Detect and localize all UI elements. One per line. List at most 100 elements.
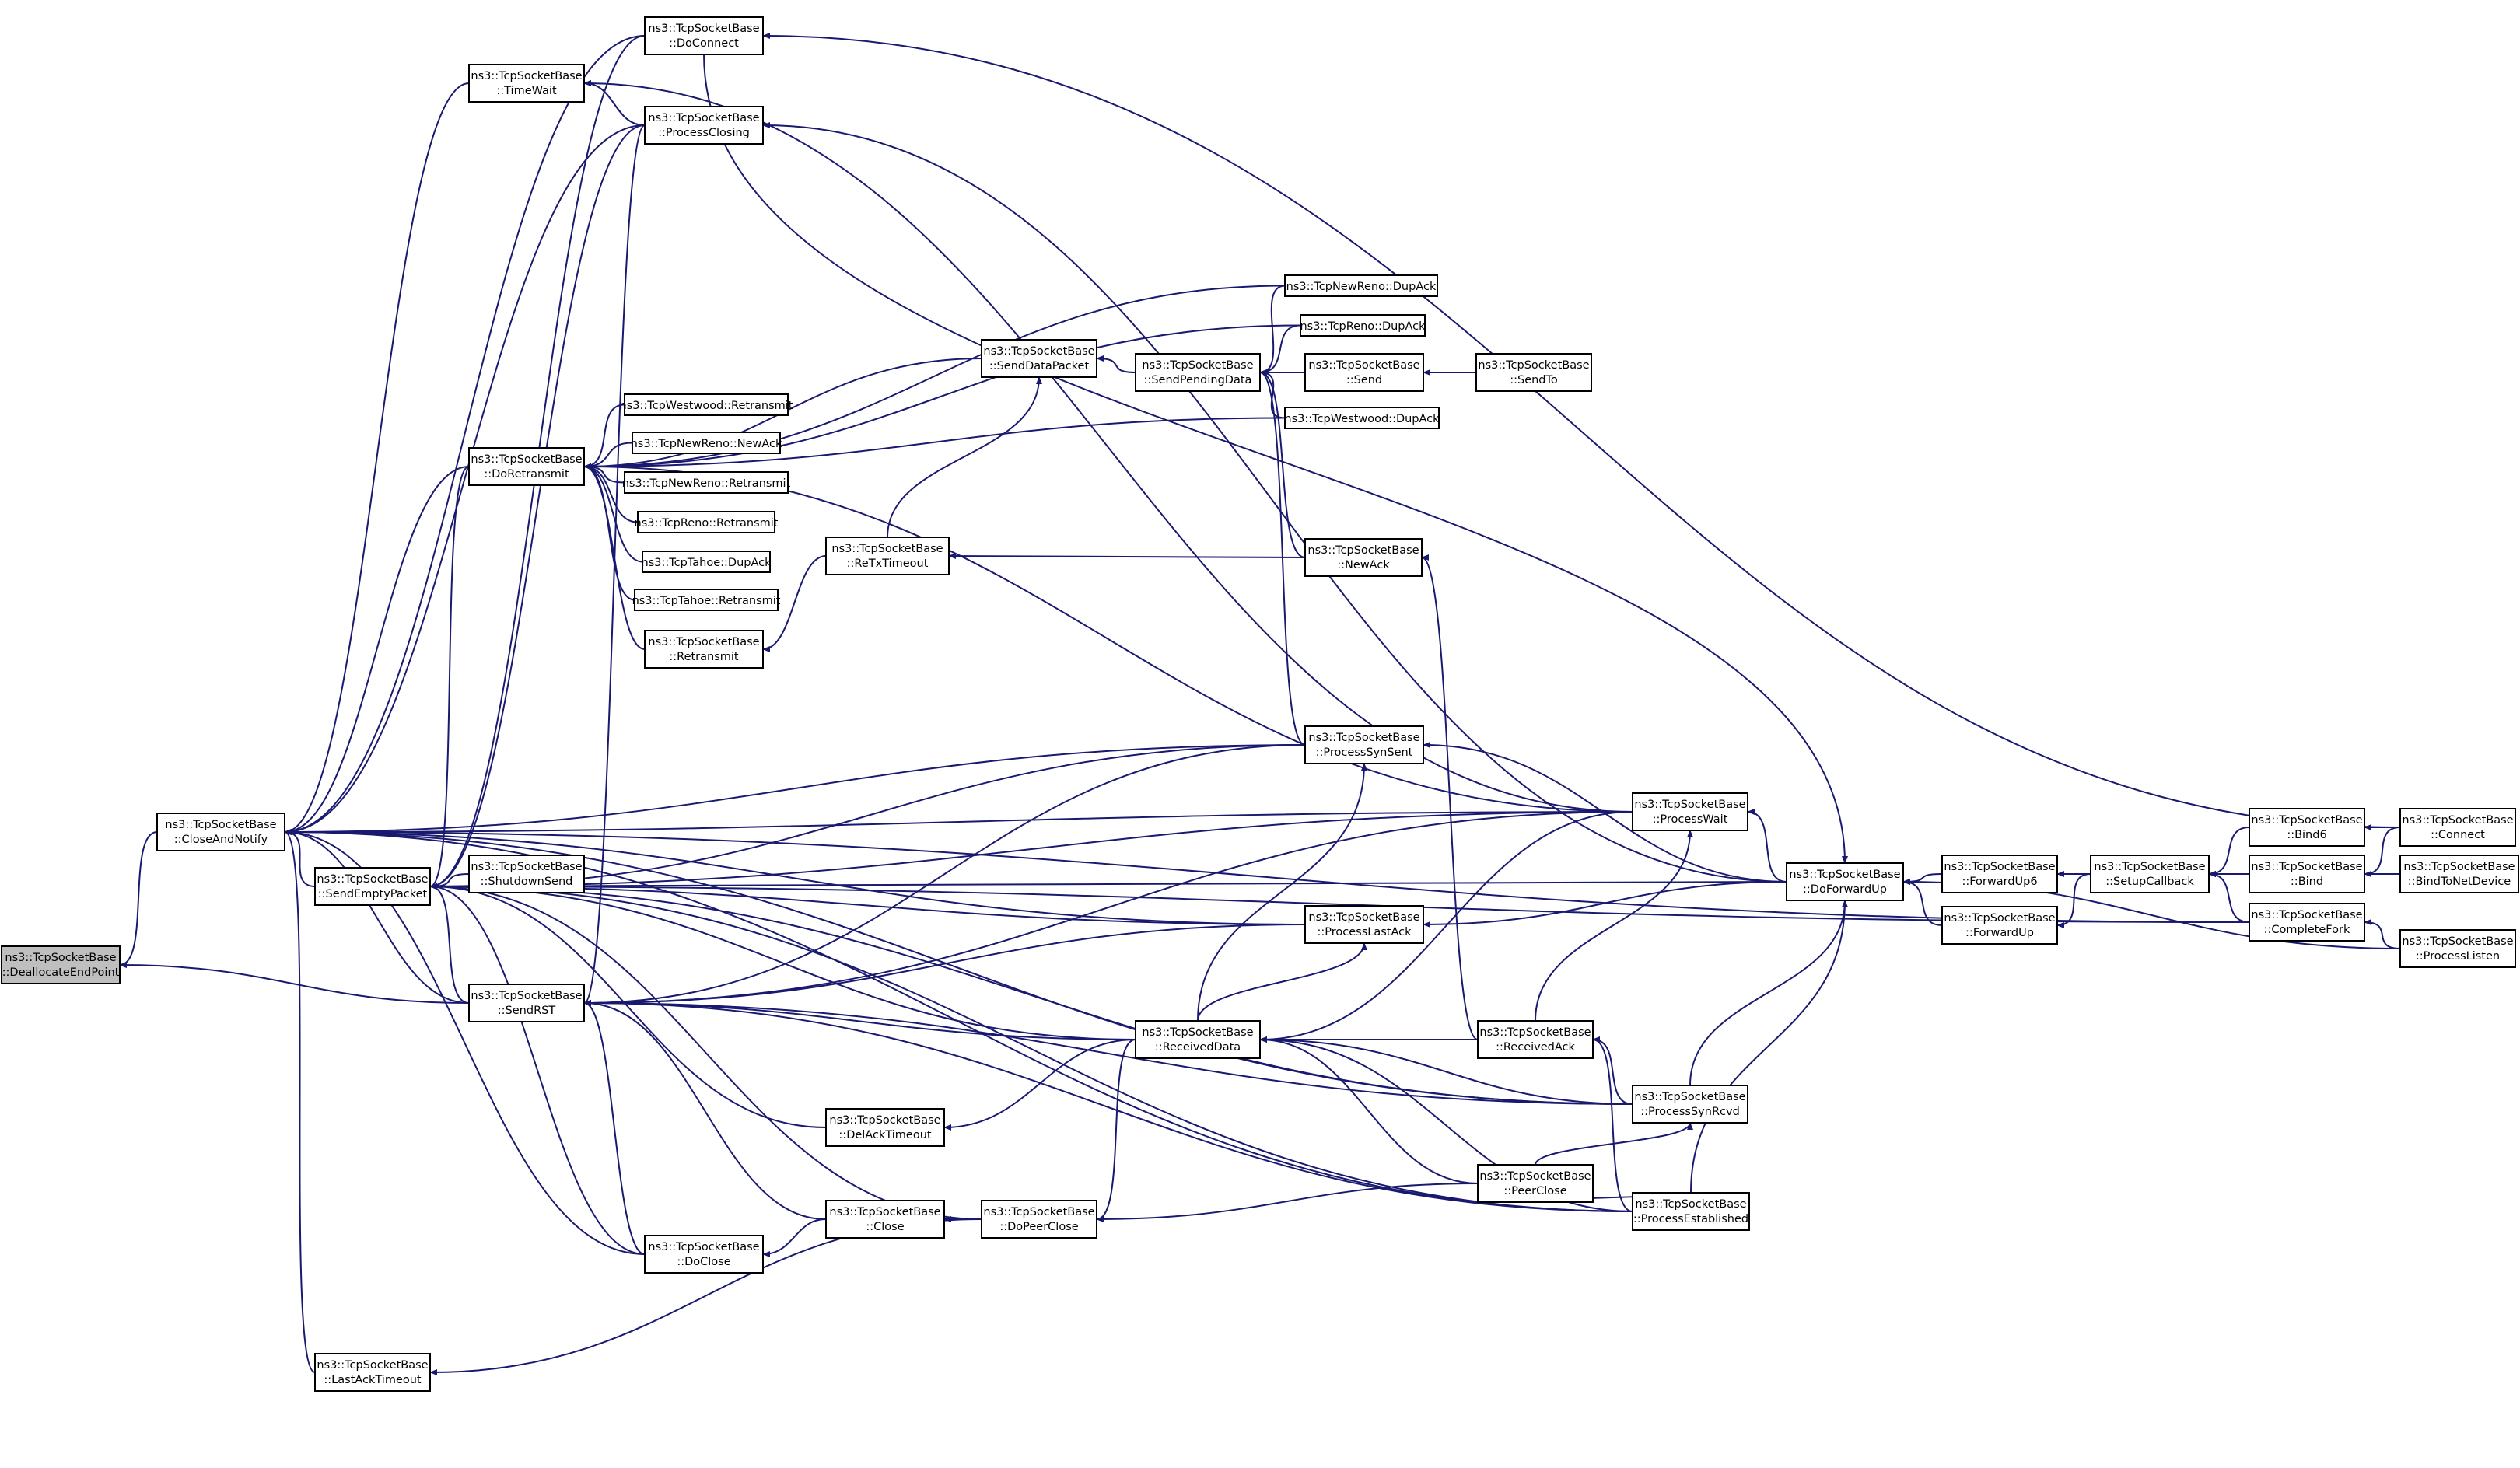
node-sendRST[interactable]: ns3::TcpSocketBase::SendRST <box>468 984 585 1022</box>
node-label-line: ns3::TcpSocketBase <box>648 112 759 124</box>
node-receivedAck[interactable]: ns3::TcpSocketBase::ReceivedAck <box>1477 1020 1594 1059</box>
node-box <box>1300 314 1426 337</box>
node-newRenoRetransmit[interactable]: ns3::TcpNewReno::Retransmit <box>622 471 791 494</box>
call-edge-setupCallback-to-forwardUp <box>2056 873 2091 928</box>
node-processWait[interactable]: ns3::TcpSocketBase::ProcessWait <box>1632 792 1748 831</box>
node-sendTo[interactable]: ns3::TcpSocketBase::SendTo <box>1475 353 1592 392</box>
node-shutdownSend[interactable]: ns3::TcpSocketBase::ShutdownSend <box>468 855 585 893</box>
node-tahoeDupAck[interactable]: ns3::TcpTahoe::DupAck <box>642 550 772 573</box>
node-dealloc[interactable]: ns3::TcpSocketBase::DeallocateEndPoint <box>1 945 121 984</box>
node-label-line: ::ProcessLastAck <box>1317 926 1412 938</box>
node-box <box>1632 792 1748 831</box>
node-doConnect[interactable]: ns3::TcpSocketBase::DoConnect <box>644 16 764 55</box>
node-setupCallback[interactable]: ns3::TcpSocketBase::SetupCallback <box>2090 855 2210 893</box>
node-sendPendingData[interactable]: ns3::TcpSocketBase::SendPendingData <box>1135 353 1261 392</box>
call-edge-path <box>429 811 1633 890</box>
node-label-line: ns3::TcpSocketBase <box>1634 1091 1745 1103</box>
node-doPeerClose[interactable]: ns3::TcpSocketBase::DoPeerClose <box>981 1200 1097 1239</box>
node-label-line: ::Close <box>866 1221 904 1233</box>
node-box <box>644 16 764 55</box>
call-edge-connect-to-doConnect <box>762 33 2401 828</box>
call-edge-path <box>1535 830 1693 1022</box>
node-label-line: ns3::TcpSocketBase <box>648 1241 759 1253</box>
node-bind[interactable]: ns3::TcpSocketBase::Bind <box>2249 855 2365 893</box>
node-bind6[interactable]: ns3::TcpSocketBase::Bind6 <box>2249 808 2365 847</box>
call-edge-sendEmptyPacket-to-closeAndNotify <box>284 829 316 887</box>
call-edge-sendPendingData-to-sendDataPacket <box>1096 355 1136 373</box>
function-nodes: ns3::TcpSocketBase::DeallocateEndPointns… <box>1 16 2519 1392</box>
node-label-line: ::ForwardUp <box>1965 927 2034 939</box>
node-completeFork[interactable]: ns3::TcpSocketBase::CompleteFork <box>2249 903 2365 942</box>
node-label-line: ns3::TcpSocketBase <box>1478 359 1589 372</box>
node-processSynRcvd[interactable]: ns3::TcpSocketBase::ProcessSynRcvd <box>1632 1085 1748 1124</box>
call-edge-doPeerClose-to-sendEmptyPacket <box>429 883 982 1220</box>
node-label-line: ns3::TcpReno::DupAck <box>1300 320 1426 333</box>
node-box <box>825 1200 945 1239</box>
node-processSynSent[interactable]: ns3::TcpSocketBase::ProcessSynSent <box>1304 725 1424 764</box>
node-box <box>468 64 585 103</box>
node-processEstablished[interactable]: ns3::TcpSocketBase::ProcessEstablished <box>1632 1192 1750 1231</box>
call-edge-forwardUp6-to-doForwardUp <box>1902 873 1943 885</box>
node-processListen[interactable]: ns3::TcpSocketBase::ProcessListen <box>2399 929 2516 968</box>
node-box <box>981 339 1097 378</box>
call-edge-processClosing-to-closeAndNotify <box>284 124 646 835</box>
call-edge-path <box>119 831 158 968</box>
node-label-line: ns3::TcpSocketBase <box>1307 544 1419 557</box>
node-reTxTimeout[interactable]: ns3::TcpSocketBase::ReTxTimeout <box>825 537 950 575</box>
node-doForwardUp[interactable]: ns3::TcpSocketBase::DoForwardUp <box>1786 862 1904 901</box>
node-label-line: ns3::TcpSocketBase <box>1944 912 2055 924</box>
node-retransmit[interactable]: ns3::TcpSocketBase::Retransmit <box>644 630 764 669</box>
node-renoRetransmit[interactable]: ns3::TcpReno::Retransmit <box>635 511 779 533</box>
call-edge-processWait-to-sendEmptyPacket <box>429 811 1633 890</box>
node-timeWait[interactable]: ns3::TcpSocketBase::TimeWait <box>468 64 585 103</box>
call-edge-timeWait-to-closeAndNotify <box>284 82 470 835</box>
call-edge-renoDupAck-to-doRetransmit <box>583 324 1301 470</box>
node-newRenoDupAck[interactable]: ns3::TcpNewReno::DupAck <box>1284 274 1438 297</box>
call-edge-processWait-to-receivedData <box>1259 811 1633 1043</box>
call-edge-path <box>429 466 470 890</box>
node-newRenoNewAck[interactable]: ns3::TcpNewReno::NewAck <box>631 432 782 454</box>
node-doRetransmit[interactable]: ns3::TcpSocketBase::DoRetransmit <box>468 447 585 486</box>
call-edge-path <box>2364 919 2401 949</box>
call-edge-completeFork-to-closeAndNotify <box>284 829 2250 923</box>
node-label-line: ::SendRST <box>498 1005 556 1017</box>
node-renoDupAck[interactable]: ns3::TcpReno::DupAck <box>1300 314 1426 337</box>
call-edge-path <box>1259 1036 1633 1105</box>
node-sendEmptyPacket[interactable]: ns3::TcpSocketBase::SendEmptyPacket <box>314 867 431 906</box>
node-peerClose[interactable]: ns3::TcpSocketBase::PeerClose <box>1477 1164 1594 1203</box>
call-edge-processSynRcvd-to-sendRST <box>583 1000 1633 1105</box>
call-edge-processClosing-to-sendEmptyPacket <box>429 124 646 890</box>
call-edge-path <box>429 883 982 1220</box>
node-send[interactable]: ns3::TcpSocketBase::Send <box>1304 353 1424 392</box>
node-tahoeRetransmit[interactable]: ns3::TcpTahoe::Retransmit <box>632 589 781 611</box>
call-edge-processSynSent-to-sendRST <box>583 744 1306 1006</box>
call-edge-close-to-doClose <box>762 1218 827 1257</box>
node-closeAndNotify[interactable]: ns3::TcpSocketBase::CloseAndNotify <box>156 813 285 851</box>
node-lastAckTimeout[interactable]: ns3::TcpSocketBase::LastAckTimeout <box>314 1353 431 1392</box>
node-connect[interactable]: ns3::TcpSocketBase::Connect <box>2399 808 2516 847</box>
node-close[interactable]: ns3::TcpSocketBase::Close <box>825 1200 945 1239</box>
call-edge-path <box>1592 1036 1633 1105</box>
node-newAck[interactable]: ns3::TcpSocketBase::NewAck <box>1304 538 1423 577</box>
call-edge-path <box>1197 942 1367 1022</box>
node-bindToNetDevice[interactable]: ns3::TcpSocketBase::BindToNetDevice <box>2399 855 2519 893</box>
node-label-line: ::NewAck <box>1337 559 1390 571</box>
call-edge-path <box>429 883 470 1004</box>
node-box <box>2399 929 2516 968</box>
node-sendDataPacket[interactable]: ns3::TcpSocketBase::SendDataPacket <box>981 339 1097 378</box>
node-delAckTimeout[interactable]: ns3::TcpSocketBase::DelAckTimeout <box>825 1108 945 1147</box>
node-processLastAck[interactable]: ns3::TcpSocketBase::ProcessLastAck <box>1304 905 1424 944</box>
node-box <box>1632 1192 1750 1231</box>
call-edge-doRetransmit-to-sendEmptyPacket <box>429 466 470 890</box>
node-receivedData[interactable]: ns3::TcpSocketBase::ReceivedData <box>1135 1020 1261 1059</box>
node-doClose[interactable]: ns3::TcpSocketBase::DoClose <box>644 1235 764 1274</box>
call-edge-path <box>1259 369 1286 419</box>
node-westwoodDupAck[interactable]: ns3::TcpWestwood::DupAck <box>1284 407 1440 429</box>
node-box <box>468 984 585 1022</box>
node-forwardUp6[interactable]: ns3::TcpSocketBase::ForwardUp6 <box>1941 855 2058 893</box>
node-processClosing[interactable]: ns3::TcpSocketBase::ProcessClosing <box>644 106 764 145</box>
node-box <box>644 106 764 145</box>
node-forwardUp[interactable]: ns3::TcpSocketBase::ForwardUp <box>1941 906 2058 945</box>
node-westwoodRetransmit[interactable]: ns3::TcpWestwood::Retransmit <box>620 393 793 416</box>
call-edge-path <box>284 829 316 1373</box>
